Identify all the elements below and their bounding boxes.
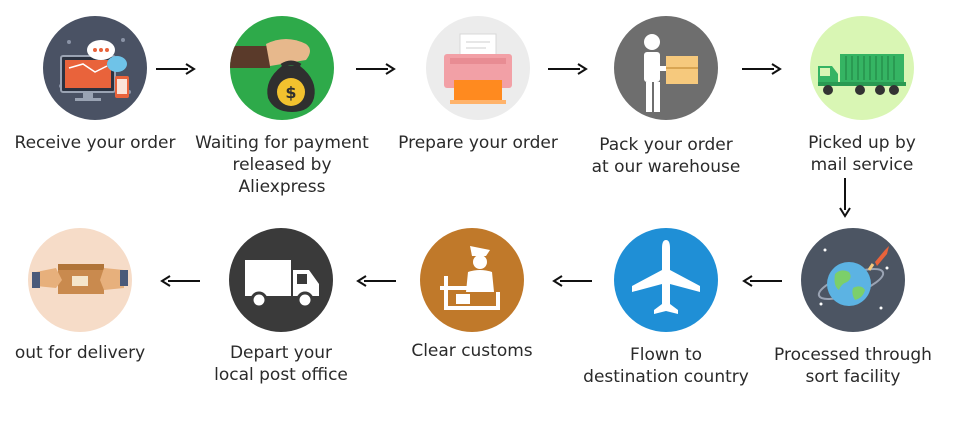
arrow-left-icon — [742, 275, 782, 287]
computer-chat-icon — [43, 16, 147, 120]
step-pack-order: Pack your order at our warehouse — [571, 16, 761, 178]
step-label: Pack your order at our warehouse — [591, 135, 741, 177]
step-label: Processed through sort facility — [774, 345, 932, 387]
step-label: out for delivery — [14, 343, 146, 363]
hands-package-icon — [28, 228, 132, 332]
step-label: Picked up by mail service — [808, 133, 916, 175]
step-label: Flown to destination country — [583, 345, 749, 387]
person-carrying-box-icon — [614, 16, 718, 120]
arrow-right-icon — [156, 63, 196, 75]
step-label: Receive your order — [14, 133, 176, 153]
customs-officer-icon — [420, 228, 524, 332]
step-label: Prepare your order — [398, 133, 558, 153]
arrow-right-icon — [356, 63, 396, 75]
arrow-down-icon — [839, 178, 851, 218]
delivery-van-icon — [229, 228, 333, 332]
step-label: Clear customs — [411, 341, 533, 361]
step-out-for-delivery: out for delivery — [0, 228, 175, 364]
arrow-left-icon — [160, 275, 200, 287]
printer-icon — [426, 16, 530, 120]
cargo-truck-icon — [810, 16, 914, 120]
step-label: Depart your local post office — [214, 343, 348, 385]
step-receive-order: Receive your order — [0, 16, 190, 154]
step-flown: Flown to destination country — [571, 228, 761, 388]
step-picked-up: Picked up by mail service — [767, 16, 957, 176]
step-prepare-order: Prepare your order — [383, 16, 573, 154]
step-depart-post-office: Depart your local post office — [186, 228, 376, 386]
step-clear-customs: Clear customs — [377, 228, 567, 362]
globe-rocket-icon — [801, 228, 905, 332]
airplane-icon — [614, 228, 718, 332]
step-waiting-payment: $ Waiting for payment released by Aliexp… — [187, 16, 377, 198]
arrow-right-icon — [742, 63, 782, 75]
arrow-left-icon — [356, 275, 396, 287]
step-processed-sort: Processed through sort facility — [758, 228, 948, 388]
arrow-right-icon — [548, 63, 588, 75]
money-bag-hand-icon: $ — [230, 16, 334, 120]
svg-text:$: $ — [285, 83, 296, 102]
arrow-left-icon — [552, 275, 592, 287]
step-label: Waiting for payment released by Aliexpre… — [195, 133, 369, 197]
